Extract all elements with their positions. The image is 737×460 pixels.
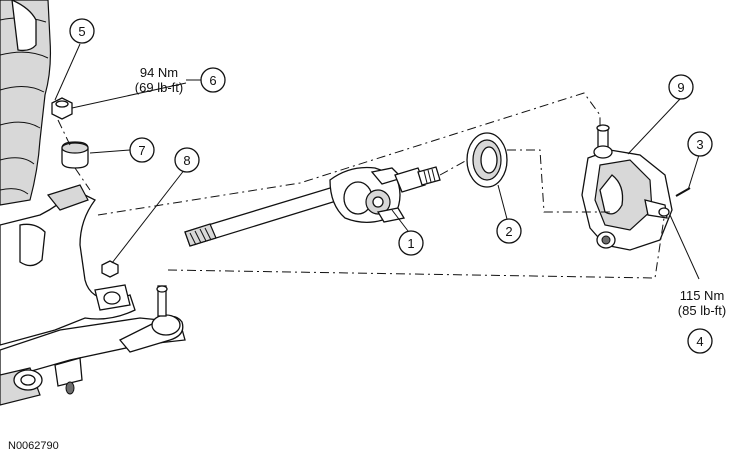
svg-text:9: 9 [677,80,684,95]
callout-1: 1 [398,230,424,256]
lower-control-arm [0,184,186,406]
upper-nut [51,97,73,120]
steering-knuckle [581,124,673,251]
seal [466,132,508,188]
callout-5: 5 [69,18,95,44]
coil-spring [0,0,52,206]
torque-spec-6: 94 Nm (69 lb-ft) [135,65,201,95]
callout-4: 4 [687,328,713,354]
callout-7: 7 [129,137,155,163]
torque-6-nm: 94 Nm [140,65,178,80]
torque-4-lbft: (85 lb-ft) [678,303,726,318]
knuckle-bolt [675,187,691,197]
figure-id: N0062790 [8,440,59,452]
leader-lines [54,43,700,280]
svg-text:8: 8 [183,153,190,168]
callout-8: 8 [174,147,200,173]
torque-spec-4: 115 Nm (85 lb-ft) [678,288,726,318]
assembly-lines [57,92,665,279]
svg-text:5: 5 [78,24,85,39]
svg-text:7: 7 [138,143,145,158]
torque-6-lbft: (69 lb-ft) [135,80,183,95]
callout-6: 6 [200,67,226,93]
torque-4-nm: 115 Nm [680,288,725,303]
halfshaft [184,166,441,247]
lower-nut [101,260,119,278]
callout-2: 2 [496,218,522,244]
callout-3: 3 [687,131,713,157]
svg-text:2: 2 [505,224,512,239]
bushing [61,141,89,169]
callout-9: 9 [668,74,694,100]
svg-text:3: 3 [696,137,703,152]
tie-rod-end [118,285,184,353]
svg-text:4: 4 [696,334,703,349]
svg-text:6: 6 [209,73,216,88]
svg-text:1: 1 [407,236,414,251]
